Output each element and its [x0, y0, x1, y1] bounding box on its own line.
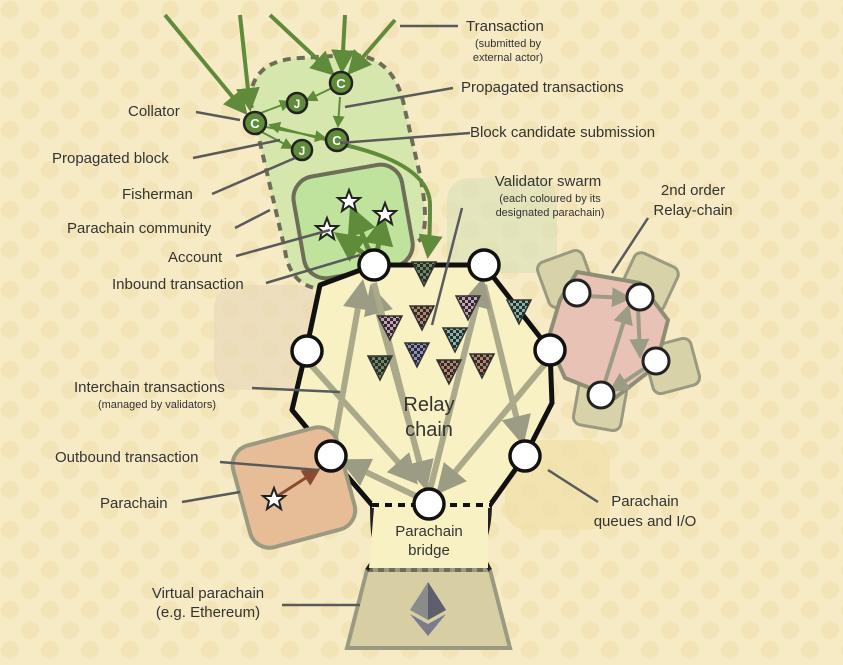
label-propagated-transactions: Propagated transactions	[461, 79, 624, 96]
label-interchain-transactions: Interchain transactions	[74, 379, 225, 396]
collator-nodes: C C C J J	[242, 70, 354, 162]
parachain-account-star-icon	[260, 485, 288, 512]
transaction-flows	[163, 13, 397, 116]
label-transaction: Transaction	[466, 18, 544, 35]
collator-icon: C	[242, 110, 268, 136]
validator-triangle	[403, 342, 431, 369]
account-star-icon	[335, 187, 363, 214]
second-order-node	[625, 282, 655, 312]
account-star-icon	[313, 215, 341, 242]
label-relay-chain-2nd: Relay-chain	[653, 202, 732, 219]
collator-icon: C	[324, 127, 350, 153]
leader-lines	[181, 24, 650, 607]
labels: Transaction (submitted by external actor…	[52, 18, 733, 621]
svg-text:C: C	[336, 76, 346, 91]
validator-triangle	[408, 305, 436, 332]
account-star-icon	[371, 200, 399, 227]
label-parachain-bridge-1: Parachain	[395, 523, 463, 540]
validator-node	[314, 439, 348, 473]
collator-icon: C	[328, 70, 354, 96]
faded-parachain-left	[214, 285, 319, 390]
label-relay: Relay	[403, 394, 454, 416]
validator-triangle	[441, 327, 469, 354]
label-parachain-bridge-2: bridge	[408, 542, 450, 559]
label-virtual-parachain-1: Virtual parachain	[152, 585, 264, 602]
label-parachain-queues-2: queues and I/O	[594, 513, 697, 530]
label-transaction-sub2: external actor)	[473, 52, 543, 64]
label-parachain: Parachain	[100, 495, 168, 512]
fisherman-icon: J	[285, 91, 309, 115]
outbound-arrow	[275, 468, 321, 499]
validator-node	[290, 334, 324, 368]
label-chain: chain	[405, 419, 453, 441]
label-transaction-sub1: (submitted by	[475, 38, 542, 50]
parachain-bridge-node	[412, 487, 446, 521]
label-fisherman: Fisherman	[122, 186, 193, 203]
label-collator: Collator	[128, 103, 180, 120]
validator-triangle	[410, 261, 438, 288]
second-order-node	[562, 278, 592, 308]
ethereum-icon	[410, 582, 446, 636]
label-propagated-block: Propagated block	[52, 150, 169, 167]
label-inbound-transaction: Inbound transaction	[112, 276, 244, 293]
svg-text:J: J	[294, 97, 301, 111]
validator-swarm	[366, 261, 533, 386]
validator-node	[533, 333, 567, 367]
second-order-node	[641, 346, 671, 376]
label-parachain-community: Parachain community	[67, 220, 212, 237]
validator-node	[508, 439, 542, 473]
validator-triangle	[366, 355, 394, 382]
validator-node	[467, 248, 501, 282]
label-validator-swarm-sub2: designated parachain)	[496, 207, 605, 219]
second-order-nodes	[562, 278, 671, 410]
validator-node	[357, 248, 391, 282]
account-stars	[313, 187, 399, 242]
svg-text:J: J	[299, 144, 306, 158]
label-interchain-sub: (managed by validators)	[98, 399, 216, 411]
validator-triangle	[505, 299, 533, 326]
label-block-candidate: Block candidate submission	[470, 124, 655, 141]
faded-parachain-top	[447, 178, 557, 273]
label-account: Account	[168, 249, 223, 266]
bridge-fill	[369, 508, 488, 568]
label-2nd-order: 2nd order	[661, 182, 725, 199]
propagation-arrows	[257, 87, 345, 149]
validator-triangle	[468, 353, 496, 380]
validator-triangle	[454, 295, 482, 322]
label-validator-swarm-sub1: (each coloured by its	[499, 193, 601, 205]
validator-triangle	[376, 315, 404, 342]
label-outbound-transaction: Outbound transaction	[55, 449, 198, 466]
svg-text:C: C	[332, 133, 342, 148]
label-virtual-parachain-2: (e.g. Ethereum)	[156, 604, 260, 621]
label-parachain-queues-1: Parachain	[611, 493, 679, 510]
label-validator-swarm: Validator swarm	[495, 173, 601, 190]
block-candidate-arrow	[344, 143, 443, 259]
second-order-node	[586, 380, 616, 410]
validator-triangle	[435, 359, 463, 386]
relay-validator-nodes	[290, 248, 567, 521]
svg-text:C: C	[250, 116, 260, 131]
fisherman-icon: J	[290, 138, 314, 162]
